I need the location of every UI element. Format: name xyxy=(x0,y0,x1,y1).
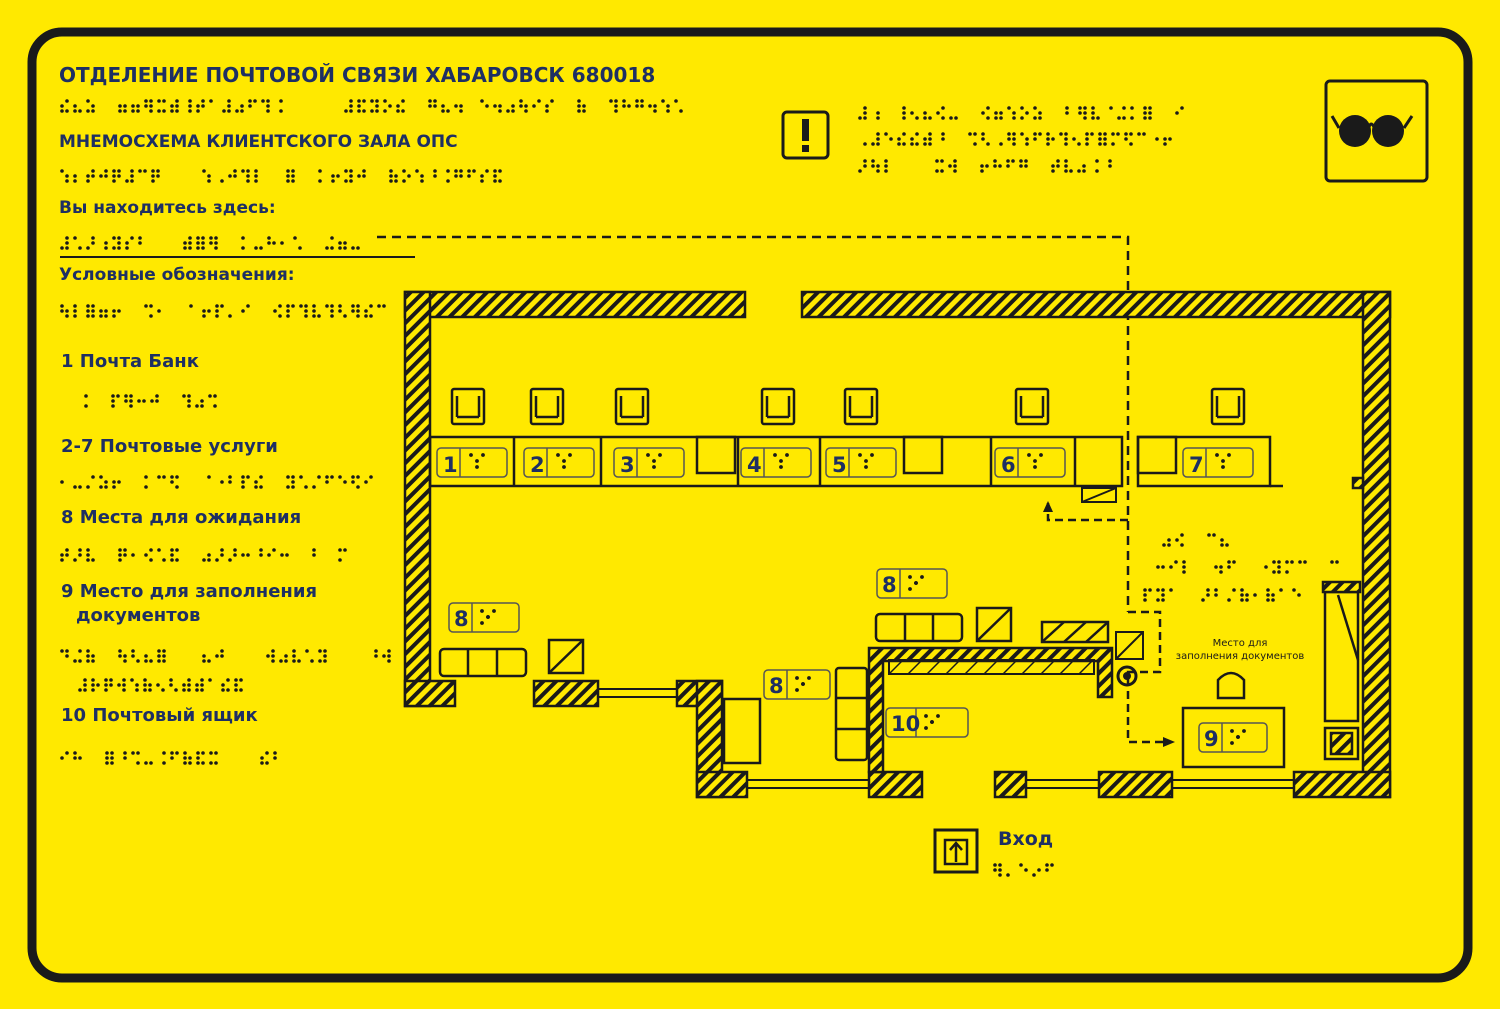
svg-text:4: 4 xyxy=(747,453,762,477)
braille-text xyxy=(60,99,1339,877)
svg-text:7: 7 xyxy=(1189,453,1204,477)
operator-chairs xyxy=(450,387,1246,426)
plan-label-8: 8 xyxy=(448,602,520,633)
walls xyxy=(403,290,1392,799)
svg-text:10: 10 xyxy=(891,712,920,736)
svg-text:5: 5 xyxy=(832,453,847,477)
legend-heading: Условные обозначения: xyxy=(59,265,295,285)
waiting-seats-left xyxy=(438,638,585,678)
plan-label-8: 8 xyxy=(763,669,831,700)
legend-item-waiting-places: 8 Места для ожидания xyxy=(61,507,302,528)
route-arrow-right xyxy=(1163,737,1175,747)
legend-item-mailbox: 10 Почтовый ящик xyxy=(61,705,258,726)
display-counter xyxy=(867,646,1114,774)
legend-item-postal-services: 2-7 Почтовые услуги xyxy=(61,436,278,457)
window-label-7: 7 xyxy=(1182,447,1254,478)
route-arrow-up xyxy=(1043,501,1053,512)
window-label-5: 5 xyxy=(825,447,897,478)
plan-label-8: 8 xyxy=(876,568,948,599)
legend-item-form-place: 9 Место для заполнения xyxy=(61,581,318,602)
plan-label-9: 9 xyxy=(1198,722,1268,753)
legend-item-form-place-line2: документов xyxy=(76,605,201,626)
svg-text:1: 1 xyxy=(443,453,458,477)
sign-title: ОТДЕЛЕНИЕ ПОЧТОВОЙ СВЯЗИ ХАБАРОВСК 68001… xyxy=(59,63,656,87)
window-label-6: 6 xyxy=(994,447,1066,478)
svg-text:3: 3 xyxy=(620,453,635,477)
form-place-caption-line2: заполнения документов xyxy=(1176,651,1305,662)
window-label-3: 3 xyxy=(613,447,685,478)
warning-icon xyxy=(781,110,830,160)
window-label-2: 2 xyxy=(523,447,595,478)
sign-frame xyxy=(27,27,1473,983)
entrance-icon xyxy=(933,828,979,874)
form-place-caption-line1: Место для xyxy=(1213,638,1268,649)
window-lines xyxy=(598,688,1294,789)
you-are-here-label: Вы находитесь здесь: xyxy=(59,198,276,218)
route-line xyxy=(377,235,1130,612)
plan-label-10: 10 xyxy=(885,707,969,738)
window-label-4: 4 xyxy=(740,447,812,478)
legend-item-pochta-bank: 1 Почта Банк xyxy=(61,351,199,372)
window-label-1: 1 xyxy=(436,447,508,478)
svg-text:9: 9 xyxy=(1204,727,1219,751)
svg-text:8: 8 xyxy=(769,674,784,698)
sign-subtitle: МНЕМОСХЕМА КЛИЕНТСКОГО ЗАЛА ОПС xyxy=(59,132,458,152)
glasses-icon xyxy=(1324,79,1429,183)
service-counter xyxy=(428,435,1283,488)
svg-text:6: 6 xyxy=(1001,453,1016,477)
waiting-seats-center xyxy=(722,606,1110,765)
entrance-label: Вход xyxy=(998,828,1053,850)
svg-text:8: 8 xyxy=(454,607,469,631)
svg-text:2: 2 xyxy=(530,453,545,477)
svg-text:8: 8 xyxy=(882,573,897,597)
form-place-furniture xyxy=(1181,476,1365,769)
